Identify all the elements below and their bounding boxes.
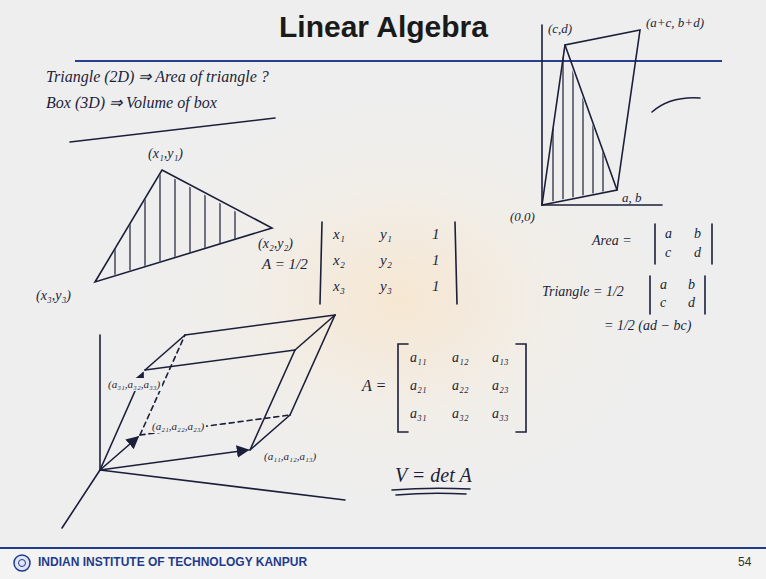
footer-band — [0, 548, 766, 579]
point-label: (x₂,y₂) — [258, 236, 293, 252]
point-label: a, b — [622, 191, 642, 206]
matrix-entry: a — [660, 277, 667, 293]
formula: = 1/2 (ad − bc) — [604, 318, 691, 334]
vector-label: (a₁₁,a₁₂,a₁₃) — [262, 450, 318, 463]
matrix-entry: a₂₂ — [452, 378, 469, 394]
matrix-entry: a₃₁ — [410, 406, 427, 422]
point-label: (a+c, b+d) — [646, 16, 704, 31]
note-text: Triangle (2D) ⇒ Area of triangle ? — [46, 68, 269, 86]
formula: A = — [362, 377, 386, 395]
slide-title: Linear Algebra — [279, 10, 488, 45]
matrix-entry: d — [694, 245, 701, 261]
point-label: (c,d) — [548, 22, 572, 37]
matrix-entry: y₃ — [380, 278, 392, 295]
page-number: 54 — [738, 556, 751, 570]
point-label: (x₃,y₃) — [36, 288, 71, 304]
matrix-entry: 1 — [432, 226, 440, 243]
logo-icon — [19, 560, 26, 567]
matrix-entry: a₃₂ — [452, 406, 469, 422]
matrix-entry: a₁₃ — [492, 350, 509, 366]
matrix-entry: y₁ — [380, 226, 392, 243]
formula: Triangle = 1/2 — [542, 284, 624, 300]
matrix-entry: 1 — [432, 252, 440, 269]
formula: Area = — [592, 233, 632, 249]
point-label: (x₁,y₁) — [148, 146, 183, 162]
matrix-entry: a₃₃ — [492, 406, 509, 422]
footer-rule — [0, 547, 766, 549]
matrix-entry: a₂₁ — [410, 378, 427, 394]
point-label: (0,0) — [510, 210, 535, 225]
matrix-entry: x₃ — [333, 278, 345, 295]
matrix-entry: a₁₁ — [410, 350, 427, 366]
matrix-entry: b — [694, 226, 701, 242]
matrix-entry: c — [660, 295, 666, 311]
matrix-entry: b — [688, 277, 695, 293]
formula: V = det A — [395, 464, 472, 487]
footer-text: INDIAN INSTITUTE OF TECHNOLOGY KANPUR — [38, 556, 307, 570]
vector-label: (a₃₁,a₃₂,a₃₃) — [106, 378, 162, 391]
logo-icon — [14, 555, 30, 571]
vector-label: (a₂₁,a₂₂,a₂₃) — [150, 420, 206, 433]
matrix-entry: x₂ — [333, 252, 345, 269]
matrix-entry: a₂₃ — [492, 378, 509, 394]
title-rule — [75, 60, 722, 62]
matrix-entry: x₁ — [333, 226, 345, 243]
note-text: Box (3D) ⇒ Volume of box — [46, 94, 217, 112]
matrix-entry: a — [665, 226, 672, 242]
matrix-entry: c — [665, 245, 671, 261]
matrix-entry: 1 — [432, 278, 440, 295]
matrix-entry: d — [688, 295, 695, 311]
matrix-entry: a₁₂ — [452, 350, 469, 366]
formula: A = 1/2 — [262, 256, 308, 273]
matrix-entry: y₂ — [380, 252, 392, 269]
